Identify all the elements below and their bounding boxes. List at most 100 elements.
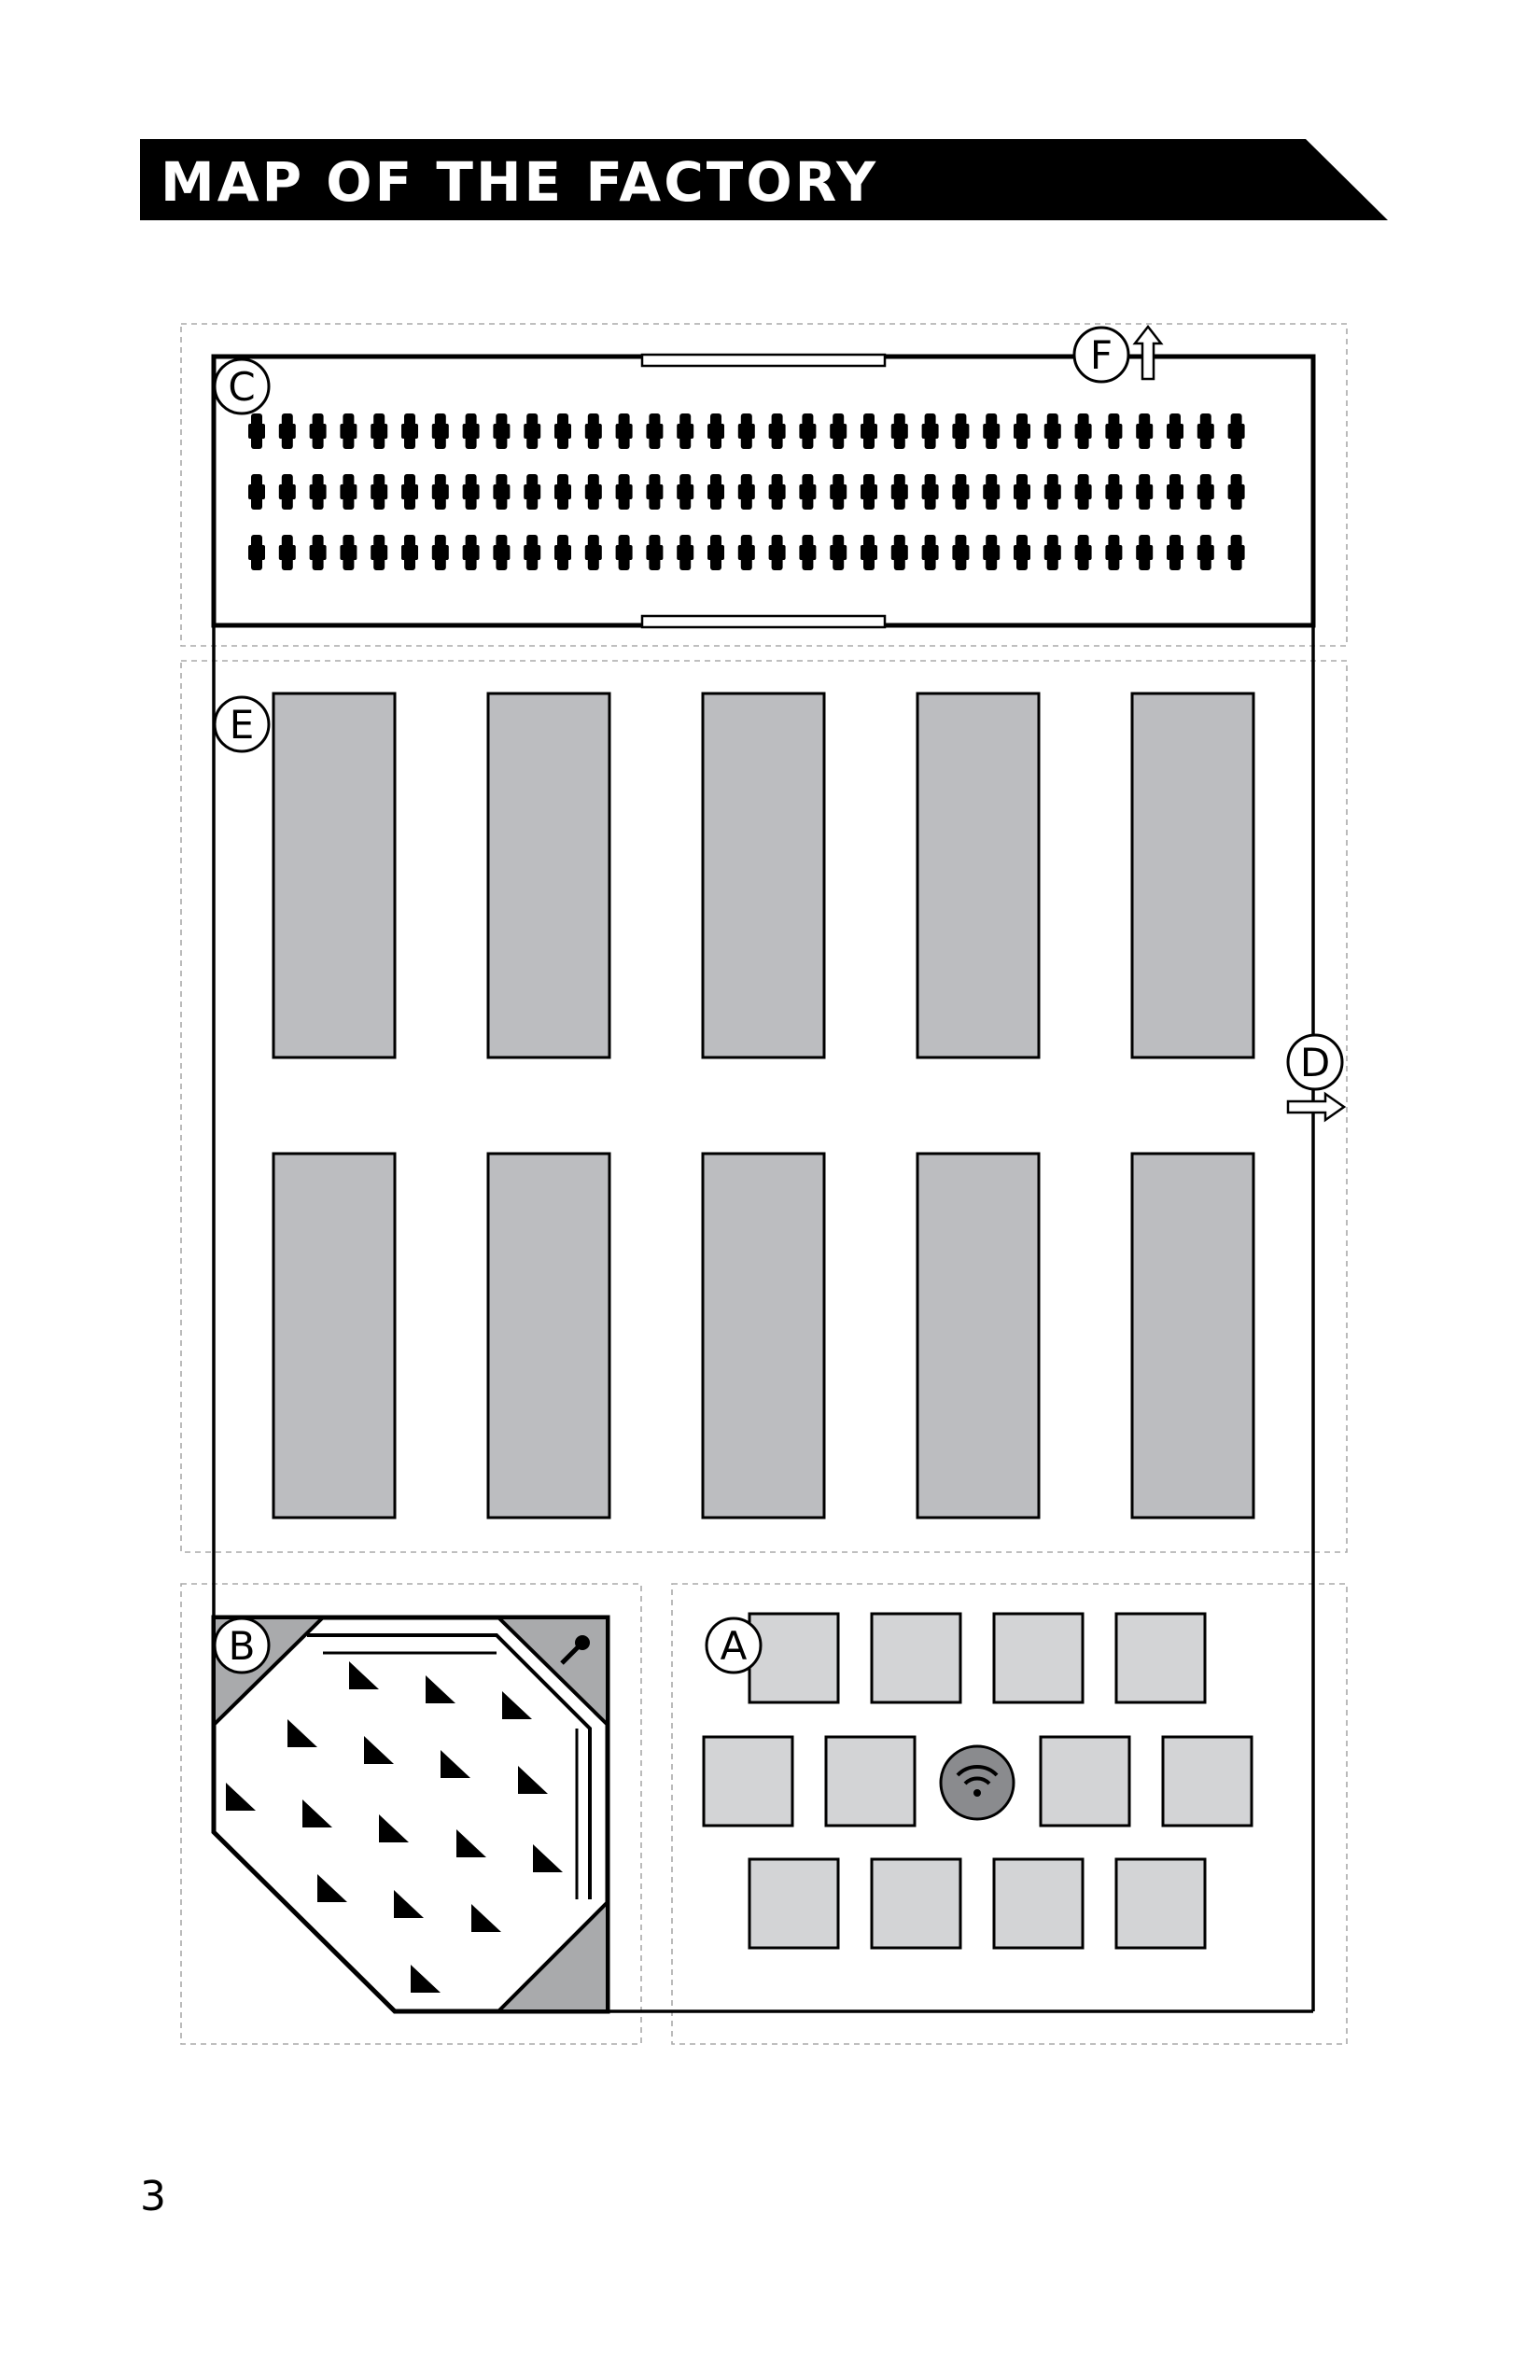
seat-back [861, 484, 877, 499]
triangle-marker [502, 1691, 532, 1719]
zone-c-hall [211, 353, 1316, 629]
desk [992, 1612, 1085, 1704]
zone-label-c: C [213, 357, 271, 415]
desk [1039, 1735, 1131, 1827]
seat-back [1014, 424, 1030, 439]
storage-rack [272, 692, 397, 1059]
triangle-marker [426, 1675, 455, 1703]
seat-back [584, 424, 602, 439]
seat-back [1105, 545, 1123, 560]
seat-back [799, 424, 817, 439]
seat-back [737, 424, 755, 439]
seat-back [768, 424, 786, 439]
seat-back [554, 424, 571, 439]
seat-back [737, 484, 755, 499]
seat-back [554, 545, 571, 560]
seat-back [677, 424, 694, 439]
seat-back [1136, 484, 1154, 499]
seat-back [921, 484, 939, 499]
seat-back [493, 424, 511, 439]
wifi-icon [939, 1744, 1015, 1821]
seat-back [707, 484, 724, 499]
seat-back [952, 424, 970, 439]
page-title: MAP OF THE FACTORY [161, 150, 878, 214]
seat-back [921, 545, 939, 560]
seat-back [278, 545, 296, 560]
seat-back [524, 424, 541, 439]
seat-back [983, 545, 1001, 560]
triangle-marker [411, 1965, 441, 1993]
title-bar [140, 139, 1388, 220]
triangle-marker [302, 1799, 332, 1827]
zone-e-racks [272, 692, 1255, 1519]
seat-back [1227, 545, 1245, 560]
zone-label-a: A [705, 1617, 763, 1674]
perimeter-path [212, 625, 1315, 2013]
seat-back [1043, 484, 1061, 499]
desk [1114, 1857, 1207, 1950]
zone-label-b: B [213, 1617, 271, 1674]
seat-back [278, 424, 296, 439]
seat-back [340, 545, 357, 560]
seat-back [371, 545, 388, 560]
seat-back [830, 484, 847, 499]
seat-back [921, 424, 939, 439]
storage-rack [701, 1152, 826, 1519]
desk [824, 1735, 917, 1827]
svg-text:C: C [228, 364, 255, 410]
seat-back [1136, 545, 1154, 560]
seat-back [1043, 424, 1061, 439]
seat-back [1167, 484, 1183, 499]
seat-back [401, 545, 418, 560]
room-b-outline [211, 1615, 610, 2014]
desk [870, 1612, 962, 1704]
seat-back [524, 484, 541, 499]
seat-back [1105, 424, 1123, 439]
seat-back [615, 484, 633, 499]
seat-back [554, 484, 571, 499]
triangle-marker [394, 1890, 424, 1918]
corner-wedge-bottom-right [494, 1897, 609, 2013]
hall-c-door-bottom [640, 614, 887, 629]
region-outlines [180, 323, 1348, 2045]
seat-back [1074, 545, 1092, 560]
lever-icon [560, 1635, 590, 1665]
storage-rack [1130, 692, 1255, 1059]
seat-back [1197, 424, 1214, 439]
triangle-marker [533, 1844, 563, 1872]
seat-back [309, 484, 327, 499]
triangle-marker [364, 1736, 394, 1764]
seat-back [799, 545, 817, 560]
svg-text:B: B [229, 1623, 256, 1669]
seat-back [646, 424, 664, 439]
seat-back [462, 424, 480, 439]
seat-back [615, 424, 633, 439]
zone-label-f: F [1072, 326, 1130, 384]
region-outline-b [180, 1583, 642, 2045]
desk [1161, 1735, 1253, 1827]
seat-back [462, 484, 480, 499]
seat-back [278, 484, 296, 499]
desk [1114, 1612, 1207, 1704]
seat-back [983, 424, 1001, 439]
svg-text:F: F [1090, 332, 1113, 378]
seat-back [309, 424, 327, 439]
region-outline-c [180, 323, 1348, 647]
seat-back [462, 545, 480, 560]
seat-back [830, 545, 847, 560]
storage-rack [701, 692, 826, 1059]
region-outline-a [671, 1583, 1348, 2045]
desk [992, 1857, 1085, 1950]
storage-rack [916, 692, 1041, 1059]
seat-back [707, 545, 724, 560]
seat-back [1197, 545, 1214, 560]
storage-rack [1130, 1152, 1255, 1519]
seat-back [1167, 424, 1183, 439]
storage-rack [486, 692, 611, 1059]
triangle-marker [441, 1750, 470, 1778]
seat-back [248, 484, 265, 499]
seat-back [309, 545, 327, 560]
seat-back [1227, 424, 1245, 439]
zone-label-d: D [1286, 1033, 1344, 1091]
